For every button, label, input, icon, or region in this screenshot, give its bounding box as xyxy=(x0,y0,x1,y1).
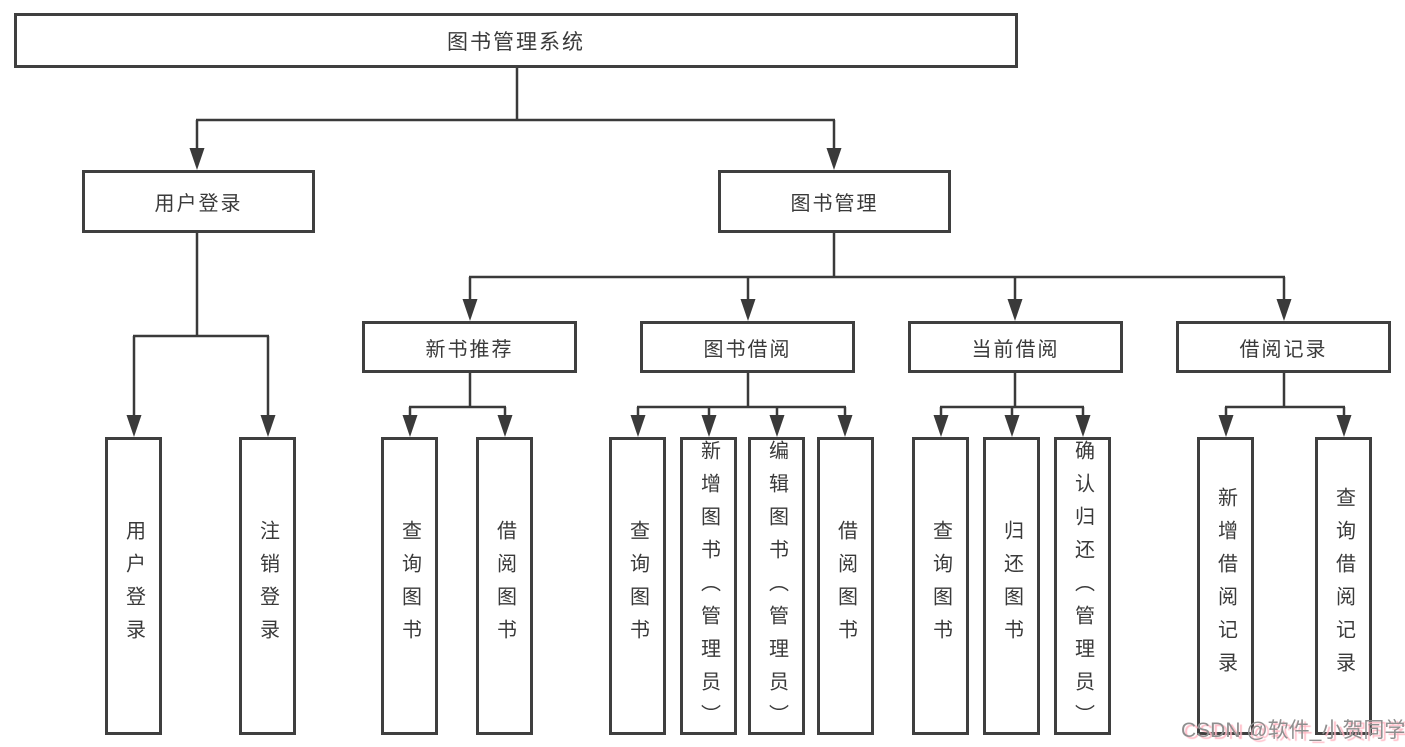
node-label: 当前借阅 xyxy=(971,338,1060,361)
node-query-books-recommend: 查询图书 xyxy=(381,437,438,735)
node-label: 图书管理系统 xyxy=(447,30,585,54)
node-borrow-records: 借阅记录 xyxy=(1176,321,1391,373)
node-new-book-recommend: 新书推荐 xyxy=(362,321,577,373)
node-add-book-admin: 新增图书（管理员） xyxy=(680,437,737,737)
node-label: 借阅图书 xyxy=(493,520,516,652)
node-book-borrow: 图书借阅 xyxy=(640,321,855,373)
node-label: 确认归还（管理员） xyxy=(1071,440,1094,737)
node-label: 编辑图书（管理员） xyxy=(765,440,788,737)
node-user-login: 用户登录 xyxy=(82,170,315,233)
node-label: 图书借阅 xyxy=(703,338,792,361)
node-borrow-books-borrow: 借阅图书 xyxy=(817,437,874,735)
node-root: 图书管理系统 xyxy=(14,13,1018,68)
node-label: 借阅图书 xyxy=(834,520,857,652)
node-label: 新增借阅记录 xyxy=(1214,487,1237,685)
node-query-books-current: 查询图书 xyxy=(912,437,969,735)
node-query-borrow-record: 查询借阅记录 xyxy=(1315,437,1372,735)
node-current-borrow: 当前借阅 xyxy=(908,321,1123,373)
csdn-watermark: CSDN @软件_小贺同学 xyxy=(1181,719,1405,742)
node-edit-book-admin: 编辑图书（管理员） xyxy=(748,437,805,737)
node-label: 借阅记录 xyxy=(1239,338,1328,361)
node-book-management: 图书管理 xyxy=(718,170,951,233)
node-leaf-logout: 注销登录 xyxy=(239,437,296,735)
node-label: 用户登录 xyxy=(154,193,243,215)
node-confirm-return-admin: 确认归还（管理员） xyxy=(1054,437,1111,737)
node-query-books-borrow: 查询图书 xyxy=(609,437,666,735)
node-label: 新书推荐 xyxy=(425,338,514,361)
node-borrow-books-recommend: 借阅图书 xyxy=(476,437,533,735)
node-leaf-user-login: 用户登录 xyxy=(105,437,162,735)
node-return-books: 归还图书 xyxy=(983,437,1040,735)
node-label: 查询借阅记录 xyxy=(1332,487,1355,685)
node-label: 查询图书 xyxy=(929,520,952,652)
node-add-borrow-record: 新增借阅记录 xyxy=(1197,437,1254,735)
node-label: 图书管理 xyxy=(790,193,879,215)
node-label: 查询图书 xyxy=(398,520,421,652)
node-label: 用户登录 xyxy=(122,520,145,652)
node-label: 查询图书 xyxy=(626,520,649,652)
node-label: 归还图书 xyxy=(1000,520,1023,652)
node-label: 注销登录 xyxy=(256,520,279,652)
node-label: 新增图书（管理员） xyxy=(697,440,720,737)
